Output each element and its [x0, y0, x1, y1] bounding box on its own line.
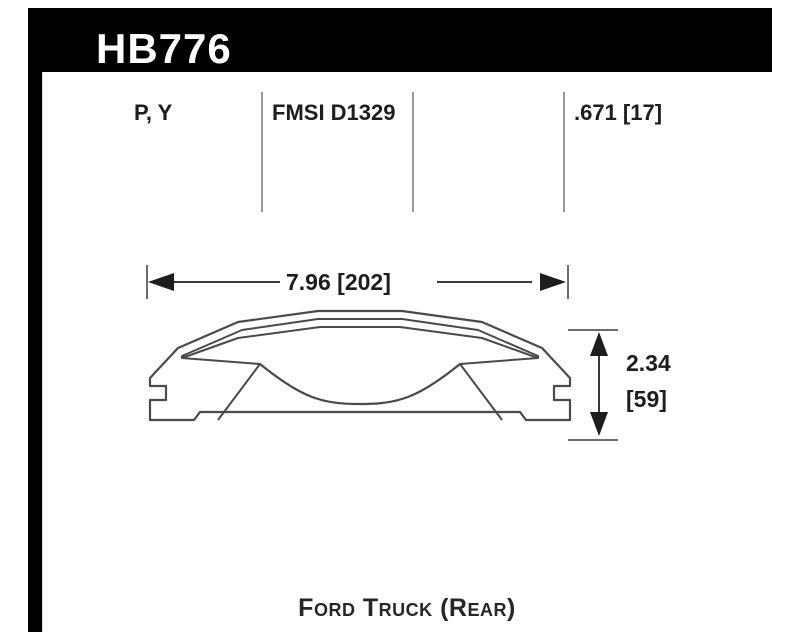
spec-divider-2 — [412, 92, 414, 212]
header-bar: HB776 — [28, 8, 772, 72]
dimension-rule-left — [170, 281, 280, 283]
height-dimension-mm: [59] — [626, 386, 667, 412]
dimension-rule-vertical — [598, 348, 600, 422]
extension-line-bottom — [568, 439, 618, 441]
dimension-rule-right — [437, 281, 532, 283]
spec-divider-3 — [563, 92, 565, 212]
friction-pad-inner-arc — [259, 363, 461, 406]
arrow-down-icon — [590, 412, 608, 436]
content-left-edge-line — [42, 72, 43, 632]
arrow-left-icon — [148, 273, 174, 291]
width-dimension-label: 7.96 [202] — [286, 269, 391, 295]
compound-codes: P, Y — [134, 100, 173, 125]
spec-divider-1 — [261, 92, 263, 212]
vehicle-application-caption: Ford Truck (Rear) — [298, 594, 516, 622]
extension-line-left — [146, 265, 148, 299]
height-dimension-label: 2.34 [59] — [626, 345, 671, 417]
thickness-value: .671 [17] — [574, 100, 663, 125]
left-border-rail — [28, 8, 42, 632]
brake-pad-outline — [148, 309, 572, 422]
extension-line-right — [567, 265, 569, 299]
height-dimension-inches: 2.34 — [626, 350, 671, 376]
arrow-up-icon — [590, 332, 608, 356]
arrow-right-icon — [540, 273, 566, 291]
extension-line-top — [568, 329, 618, 331]
fmsi-number: FMSI D1329 — [272, 100, 396, 125]
pad-backing-plate — [148, 309, 572, 422]
page-title: HB776 — [96, 25, 232, 72]
